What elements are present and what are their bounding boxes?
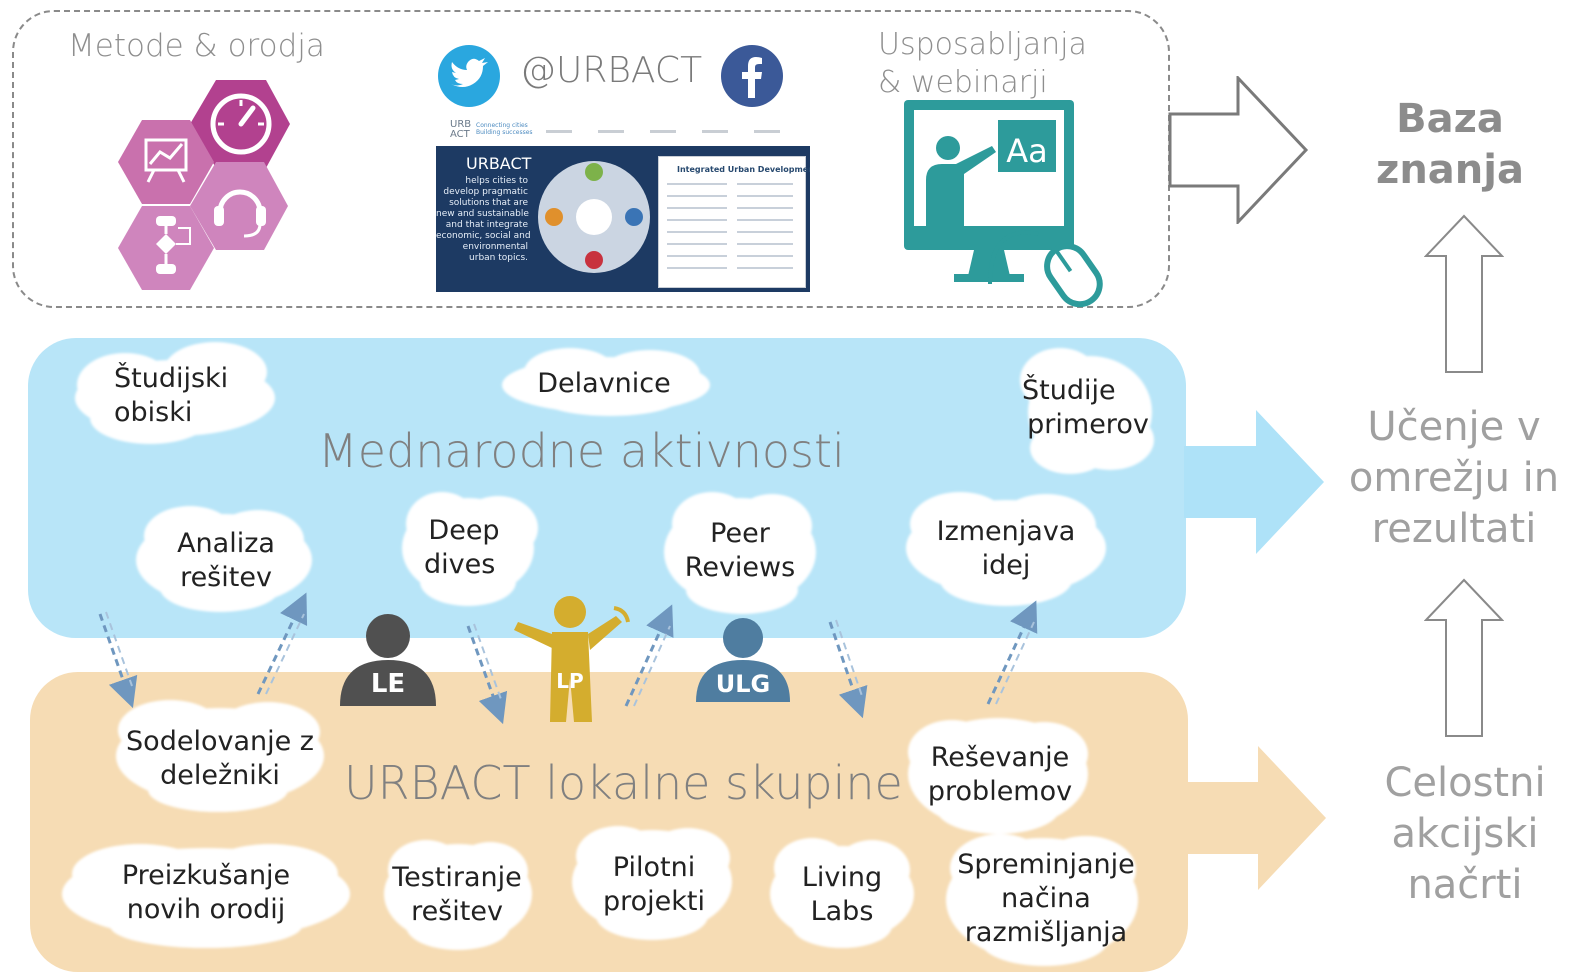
headset-icon [190, 162, 288, 250]
website-nav [546, 130, 796, 133]
lead-partner-person-icon: LP [514, 596, 630, 722]
flowchart-icon [118, 206, 214, 290]
local-groups-title: URBACT lokalne skupine [344, 756, 903, 810]
arrow-up-1 [256, 592, 308, 695]
cloud-stakeholders [116, 700, 324, 812]
methods-hexagon-cluster [118, 80, 290, 290]
arrow-to-network-learning [1184, 410, 1324, 554]
cloud-idea-exchange [906, 492, 1106, 606]
arrow-down-2 [466, 625, 508, 725]
cloud-deep-dives [402, 492, 538, 606]
lead-expert-person-icon: LE [340, 614, 436, 706]
website-tagline: Connecting cities Building successes [476, 122, 533, 136]
local-group-person-icon: ULG [696, 618, 790, 702]
speedometer-icon [190, 80, 290, 168]
arrow-to-knowledge-base [1168, 76, 1309, 224]
exchange-arrows [98, 592, 1038, 725]
arrow-up-2 [624, 604, 674, 707]
international-activities-title: Mednarodne aktivnosti [318, 424, 845, 478]
workshops-text: Delavnice [537, 368, 671, 399]
computer-training-icon: Aa [904, 100, 1103, 308]
cloud-problem-solving [908, 718, 1088, 834]
presentation-chart-icon [118, 120, 214, 204]
up-arrow-upper [1424, 214, 1504, 373]
cloud-testing-tools [62, 844, 350, 948]
up-arrow-lower [1424, 578, 1504, 737]
cloud-shapes [62, 342, 1154, 966]
facebook-icon[interactable] [720, 44, 784, 108]
cloud-study-visits [75, 342, 275, 444]
twitter-icon[interactable] [437, 44, 501, 108]
mouse-icon [1044, 243, 1103, 308]
arrow-up-3 [986, 600, 1038, 705]
cloud-solution-analysis [136, 506, 312, 612]
website-topic-panel: Integrated Urban Development [658, 156, 810, 288]
cloud-testing-solutions [384, 840, 532, 950]
trainings-webinars-label: Usposabljanja & webinarji [878, 27, 1087, 100]
ulg-label: ULG [716, 670, 770, 698]
cloud-living-labs [770, 838, 914, 948]
cloud-mindset-change [946, 834, 1138, 966]
cloud-pilot-projects [572, 826, 732, 940]
le-label: LE [371, 669, 405, 699]
arrow-down-3 [828, 621, 868, 719]
cloud-case-studies [1020, 348, 1154, 474]
lp-label: LP [556, 669, 583, 693]
website-topic-wheel [538, 161, 650, 273]
urbact-handle[interactable]: @URBACT [520, 50, 703, 91]
cloud-peer-reviews [664, 492, 816, 614]
arrow-to-action-plans [1186, 746, 1326, 890]
cloud-workshops [502, 348, 710, 416]
svg-text:Aa: Aa [1006, 132, 1048, 170]
methods-tools-label: Metode & orodja [68, 28, 325, 64]
arrow-down-1 [98, 613, 138, 709]
website-hero-title: URBACT [466, 154, 532, 173]
